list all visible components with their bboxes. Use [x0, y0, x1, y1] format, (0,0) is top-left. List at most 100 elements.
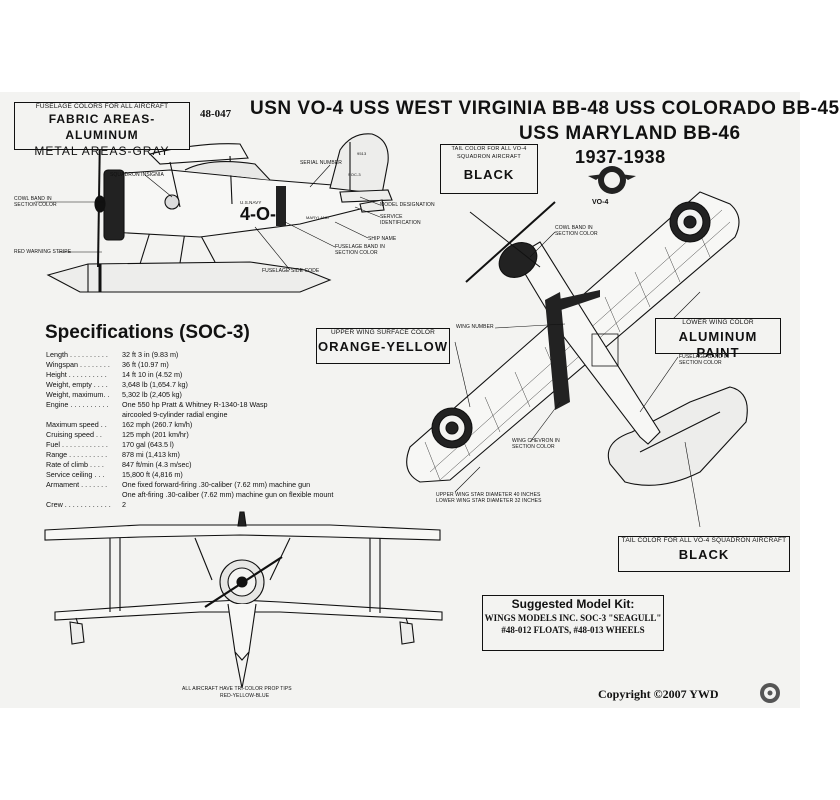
callout-cowl-band-side: COWL BAND IN SECTION COLOR	[14, 196, 57, 208]
copyright: Copyright ©2007 YWD	[598, 687, 719, 701]
fuselage-box-line-3: METAL AREAS-GRAY	[34, 144, 170, 158]
tail-box-color: BLACK	[463, 167, 515, 182]
callout-wing-chevron: WING CHEVRON IN SECTION COLOR	[512, 438, 560, 450]
top-view-drawing	[406, 191, 748, 486]
tail-color-box: TAIL COLOR FOR ALL VO-4 SQUADRON AIRCRAF…	[440, 144, 538, 194]
badge-label: VO-4	[592, 199, 609, 206]
spec-row: One aft-firing .30-caliber (7.62 mm) mac…	[46, 490, 333, 500]
lower-wing-color-box: LOWER WING COLOR ALUMINUM PAINT	[655, 318, 781, 360]
lower-wing-box-color: ALUMINUM PAINT	[678, 329, 758, 360]
kit-line-1: WINGS MODELS INC. SOC-3 "SEAGULL"	[484, 613, 662, 623]
spec-label: Fuel . . . . . . . . . . . .	[46, 440, 108, 449]
callout-fuselage-band-top: FUSELAGE BAND IN SECTION COLOR	[679, 354, 729, 366]
side-view-drawing: 4-O-7	[46, 131, 393, 293]
spec-row: aircooled 9-cylinder radial engine	[46, 410, 333, 420]
spec-label: Maximum speed . .	[46, 420, 107, 429]
fuselage-box-line-1: FUSELAGE COLORS FOR ALL AIRCRAFT	[35, 103, 169, 110]
callout-squadron-insignia: SQUADRON INSIGNIA	[110, 172, 164, 178]
wing-star-lower-left	[431, 407, 473, 449]
suggested-kit-box: Suggested Model Kit: WINGS MODELS INC. S…	[482, 595, 664, 651]
header-line-1: USN VO-4 USS WEST VIRGINIA BB-48 USS COL…	[250, 98, 840, 119]
spec-row: Height . . . . . . . . . .14 ft 10 in (4…	[46, 370, 333, 380]
spec-value: One fixed forward-firing .30-caliber (7.…	[122, 480, 311, 489]
side-tail-code-text: SOC-3	[348, 172, 361, 177]
fuselage-box-line-2: FABRIC AREAS-ALUMINUM	[48, 112, 156, 142]
callout-red-warning-stripe: RED WARNING STRIPE	[14, 249, 72, 255]
spec-row: Rate of climb . . . . 847 ft/min (4.3 m/s…	[46, 460, 333, 470]
kit-line-2: #48-012 FLOATS, #48-013 WHEELS	[501, 625, 645, 635]
spec-row: Engine . . . . . . . . . . One 550 hp Pra…	[46, 400, 333, 410]
spec-value: 3,648 lb (1,654.7 kg)	[122, 380, 188, 389]
spec-row: Weight, maximum. . 5,302 lb (2,405 kg)	[46, 390, 333, 400]
spec-label: Weight, maximum. .	[46, 390, 110, 399]
spec-label: Height . . . . . . . . . .	[46, 370, 107, 379]
side-code-text: 4-O-7	[240, 204, 286, 224]
spec-value: 15,800 ft (4,816 m)	[122, 470, 183, 479]
sheet-code: 48-047	[200, 108, 232, 120]
callout-ship-name: SHIP NAME	[368, 236, 397, 242]
side-us-navy-text: U.S.NAVY	[240, 200, 262, 205]
spec-value: One 550 hp Pratt & Whitney R-1340-18 Was…	[122, 400, 268, 409]
callout-model-designation: MODEL DESIGNATION	[380, 202, 435, 208]
insignia-star-icon	[760, 683, 780, 703]
tail-box-line-2: SQUADRON AIRCRAFT	[457, 154, 521, 160]
tail-box2-color: BLACK	[678, 547, 730, 562]
spec-row: Length . . . . . . . . . . 32 ft 3 in (9.…	[46, 350, 333, 360]
specs-title: Specifications (SOC-3)	[45, 322, 250, 343]
callout-wing-number: WING NUMBER	[456, 324, 494, 330]
spec-label: Crew . . . . . . . . . . . .	[46, 500, 111, 509]
aircraft-drawings: 4-O-7	[35, 131, 780, 703]
header-line-2: USS MARYLAND BB-46	[519, 123, 741, 144]
squadron-badge-icon	[588, 166, 636, 194]
wing-star-upper-right	[669, 201, 711, 243]
spec-label: Cruising speed . .	[46, 430, 102, 439]
upper-wing-color-box: UPPER WING SURFACE COLOR ORANGE-YELLOW	[316, 328, 450, 364]
spec-value: 162 mph (260.7 km/h)	[122, 420, 193, 429]
spec-value: 2	[122, 500, 126, 509]
front-view-drawing	[44, 511, 443, 689]
callout-service-id: SERVICE IDENTIFICATION	[380, 214, 421, 226]
spec-label: Rate of climb . . . .	[46, 460, 104, 469]
upper-wing-box-color: ORANGE-YELLOW	[318, 339, 448, 354]
tail-box2-label: TAIL COLOR FOR ALL VO-4 SQUADRON AIRCRAF…	[621, 537, 787, 544]
spec-row: Crew . . . . . . . . . . . . 2	[46, 500, 333, 510]
callout-fuselage-band-side: FUSELAGE BAND IN SECTION COLOR	[335, 244, 385, 256]
header-years: 1937-1938	[575, 147, 666, 167]
callout-fuselage-side-code: FUSELAGE SIDE CODE	[262, 268, 320, 274]
spec-value: 5,302 lb (2,405 kg)	[122, 390, 182, 399]
spec-row: Range . . . . . . . . . .878 mi (1,413 k…	[46, 450, 333, 460]
spec-value: 847 ft/min (4.3 m/sec)	[122, 460, 192, 469]
spec-label: Length . . . . . . . . . .	[46, 350, 108, 359]
spec-row: Weight, empty . . . . 3,648 lb (1,654.7 k…	[46, 380, 333, 390]
kit-title: Suggested Model Kit:	[511, 597, 635, 611]
tail-color-box-squadron: TAIL COLOR FOR ALL VO-4 SQUADRON AIRCRAF…	[618, 536, 790, 572]
callout-cowl-band-top: COWL BAND IN SECTION COLOR	[555, 225, 598, 237]
spec-value: aircooled 9-cylinder radial engine	[122, 410, 228, 419]
spec-value: One aft-firing .30-caliber (7.62 mm) mac…	[122, 490, 334, 499]
spec-label: Weight, empty . . . .	[46, 380, 108, 389]
prop-tips-line-1: ALL AIRCRAFT HAVE TRI-COLOR PROP TIPS	[182, 686, 292, 692]
spec-value: 125 mph (201 km/hr)	[122, 430, 189, 439]
spec-label: Service ceiling . . .	[46, 470, 105, 479]
callout-star-diameters: UPPER WING STAR DIAMETER 40 INCHES LOWER…	[436, 492, 542, 504]
instruction-sheet: 4-O-7	[0, 92, 839, 708]
spec-row: Fuel . . . . . . . . . . . .170 gal (643…	[46, 440, 333, 450]
callout-serial-number: SERIAL NUMBER	[300, 160, 342, 166]
spec-label: Engine . . . . . . . . . .	[46, 400, 109, 409]
spec-value: 36 ft (10.97 m)	[122, 360, 169, 369]
spec-row: Maximum speed . . 162 mph (260.7 km/h)	[46, 420, 333, 430]
spec-row: Armament . . . . . . . One fixed forward-…	[46, 480, 333, 490]
fuselage-colors-box: FUSELAGE COLORS FOR ALL AIRCRAFT FABRIC …	[14, 102, 190, 158]
spec-label: Wingspan . . . . . . . .	[46, 360, 110, 369]
spec-row: Cruising speed . . 125 mph (201 km/hr)	[46, 430, 333, 440]
upper-wing-box-label: UPPER WING SURFACE COLOR	[330, 329, 436, 336]
side-ship-text: MARYLAND	[306, 215, 329, 220]
spec-label: Armament . . . . . . .	[46, 480, 108, 489]
prop-tips-line-2: RED-YELLOW-BLUE	[220, 693, 270, 699]
spec-row: Wingspan . . . . . . . . 36 ft (10.97 m)	[46, 360, 333, 370]
spec-label: Range . . . . . . . . . .	[46, 450, 108, 459]
spec-value: 32 ft 3 in (9.83 m)	[122, 350, 179, 359]
side-fin-number-text: 9513	[357, 151, 367, 156]
spec-row: Service ceiling . . . 15,800 ft (4,816 m)	[46, 470, 333, 480]
lower-wing-box-label: LOWER WING COLOR	[682, 319, 754, 326]
